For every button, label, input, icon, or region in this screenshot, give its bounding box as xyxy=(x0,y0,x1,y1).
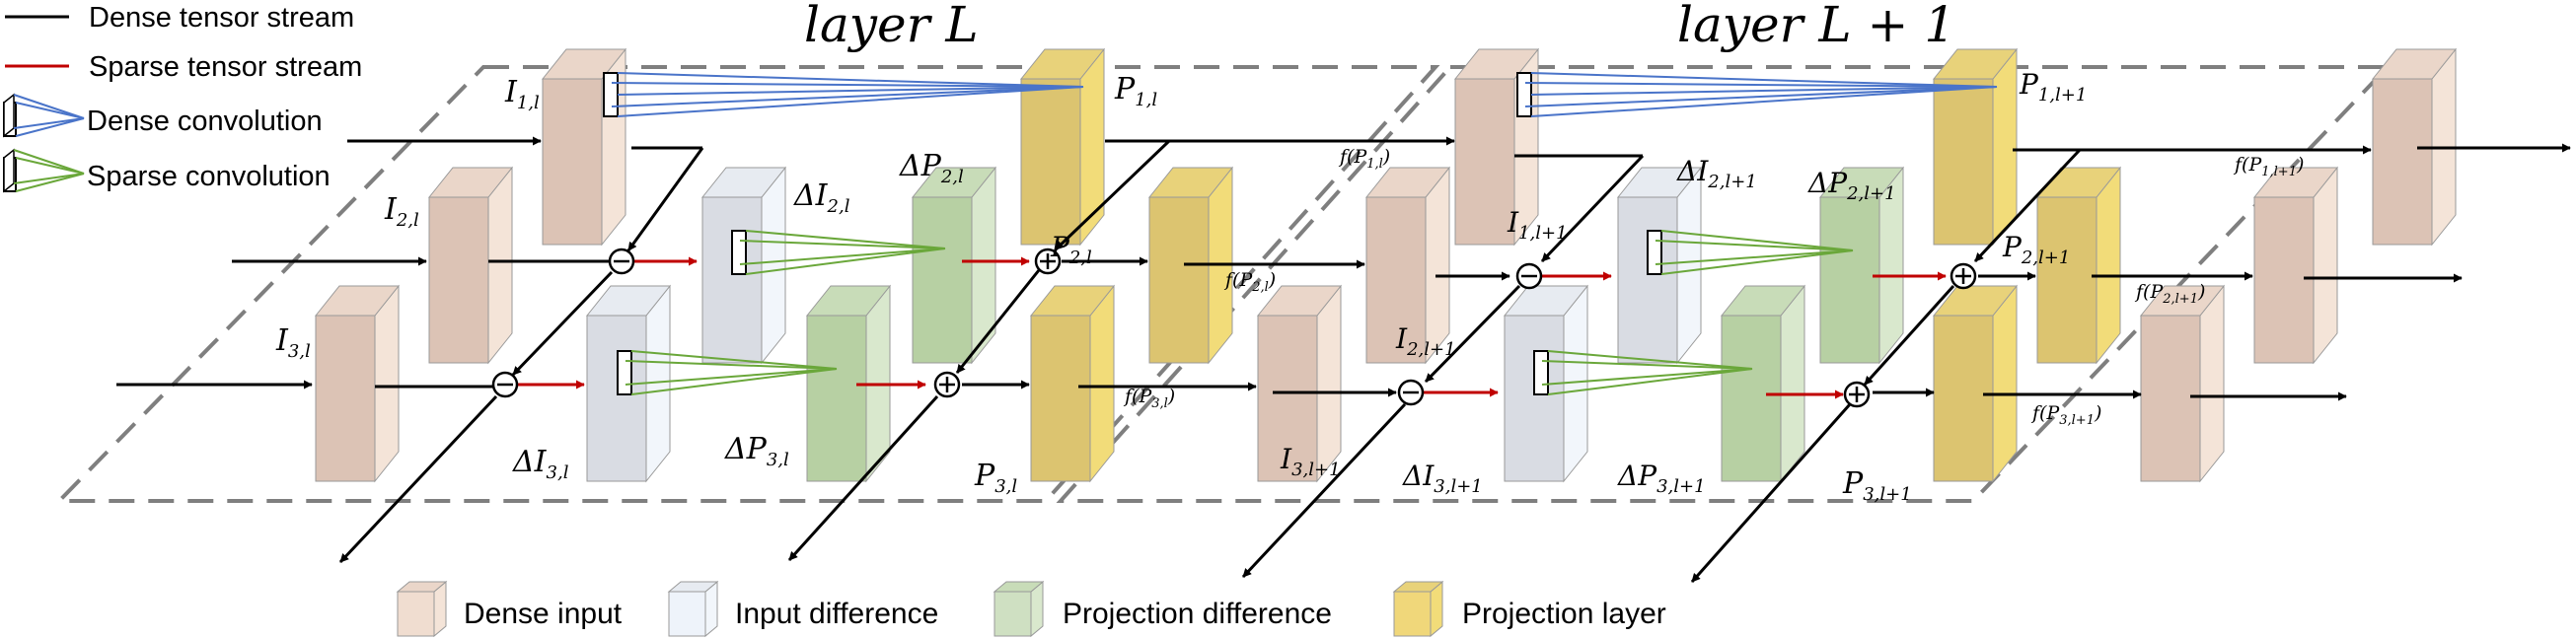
dense-conv-fan-l1 xyxy=(1516,72,1998,117)
label-dI2-l1: ΔI2,l+1 xyxy=(1676,155,1757,192)
sparse-conv-fan-2-l1 xyxy=(1647,230,1854,275)
label-fP2-l1: f(P2,l+1) xyxy=(2134,281,2205,307)
plus-op-3-l1 xyxy=(1843,381,1871,408)
minus-op-2-l xyxy=(608,248,635,275)
layer-l-title: layer L xyxy=(804,0,979,53)
projection-layer-label: Projection layer xyxy=(1462,598,1666,630)
label-fP1-l: f(P1,l) xyxy=(1338,146,1390,172)
panel-P3-l xyxy=(1030,285,1115,482)
label-dI3-l: ΔI3,l xyxy=(512,445,569,483)
panel-next-2 xyxy=(2253,167,2338,364)
stream-legend: Dense tensor stream Sparse tensor stream… xyxy=(3,2,362,193)
label-P2-l: P2,l xyxy=(1050,231,1092,268)
dense-input-swatch xyxy=(396,580,448,638)
sparse-convolution-label: Sparse convolution xyxy=(87,161,331,192)
label-dI2-l: ΔI2,l xyxy=(793,178,850,217)
sparse-convolution-icon xyxy=(3,148,85,193)
label-fP3-l1: f(P3,l+1) xyxy=(2030,402,2101,428)
minus-op-2-l1 xyxy=(1515,262,1543,290)
layer-l-box xyxy=(54,65,1440,503)
label-P3-l1: P3,l+1 xyxy=(1842,466,1912,505)
plus-op-2-l xyxy=(1034,248,1062,275)
plus-op-3-l xyxy=(933,371,961,398)
sparse-stream-arrows xyxy=(518,256,1947,399)
label-dP3-l: ΔP3,l xyxy=(724,432,789,470)
label-dP2-l1: ΔP2,l+1 xyxy=(1807,167,1896,204)
label-fP1-l1: f(P1,l+1) xyxy=(2233,154,2304,179)
panel-I2-l1 xyxy=(1365,167,1450,364)
dense-convolution-icon xyxy=(3,93,85,138)
projection-difference-label: Projection difference xyxy=(1063,598,1332,630)
sparse-conv-fan-2-l xyxy=(731,230,946,275)
label-I3-l1: I3,l+1 xyxy=(1280,443,1341,480)
label-fP2-l: f(P2,l) xyxy=(1223,269,1276,295)
dense-convolution-label: Dense convolution xyxy=(87,106,323,137)
label-P2-l1: P2,l+1 xyxy=(2002,231,2070,268)
label-I1-l1: I1,l+1 xyxy=(1507,206,1568,244)
label-P3-l: P3,l xyxy=(974,459,1017,497)
panel-P1-l1 xyxy=(1933,48,2018,246)
panel-type-legend: Dense input Input difference Projection … xyxy=(396,580,1666,638)
panel-dP2-l xyxy=(912,167,996,364)
panel-I3-l xyxy=(315,285,400,482)
label-I3-l: I3,l xyxy=(275,323,311,362)
label-fP3-l: f(P3,l) xyxy=(1123,386,1175,411)
panel-next-3 xyxy=(2140,285,2225,482)
dense-conv-fan-l xyxy=(603,72,1084,117)
label-I2-l: I2,l xyxy=(384,192,419,231)
panel-dP3-l1 xyxy=(1721,285,1805,482)
projection-difference-swatch xyxy=(993,580,1045,638)
label-I1-l: I1,l xyxy=(504,75,540,113)
input-difference-label: Input difference xyxy=(735,598,938,630)
layer-l1-title: layer L + 1 xyxy=(1677,0,1955,53)
projection-layer-swatch xyxy=(1392,580,1444,638)
plus-op-2-l1 xyxy=(1950,262,1977,290)
minus-op-3-l1 xyxy=(1397,379,1425,406)
minus-op-3-l xyxy=(491,371,519,398)
input-difference-swatch xyxy=(667,580,719,638)
label-P1-l: P1,l xyxy=(1114,72,1157,110)
label-dI3-l1: ΔI3,l+1 xyxy=(1402,460,1483,497)
label-dP3-l1: ΔP3,l+1 xyxy=(1617,460,1706,497)
dense-stream-label: Dense tensor stream xyxy=(89,2,354,34)
label-dP2-l: ΔP2,l xyxy=(899,149,964,187)
label-P1-l1: P1,l+1 xyxy=(2019,68,2087,106)
dense-input-label: Dense input xyxy=(464,598,623,630)
label-I2-l1: I2,l+1 xyxy=(1395,322,1456,360)
sparse-conv-fan-3-l1 xyxy=(1533,350,1753,395)
panel-P3-l1 xyxy=(1933,285,2018,482)
sparse-conv-fan-3-l xyxy=(617,350,838,395)
dense-stream-arrows xyxy=(116,136,2571,583)
panel-I3-l1 xyxy=(1257,285,1342,482)
panel-I2-l xyxy=(428,167,513,364)
sparse-stream-label: Sparse tensor stream xyxy=(89,51,362,83)
